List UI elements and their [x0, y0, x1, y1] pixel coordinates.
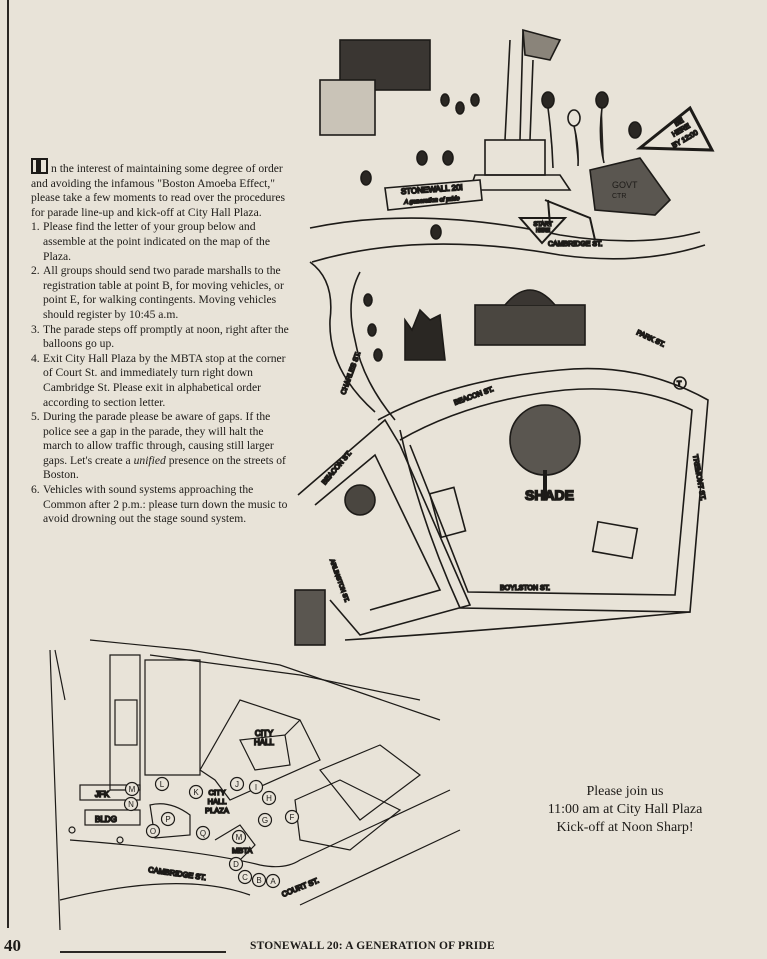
city-hall-sketch — [319, 28, 572, 191]
item-text: During the parade please be aware of gap… — [43, 410, 274, 467]
assembly-point-marker — [261, 790, 277, 806]
street-arlington: ARLINGTON ST. — [328, 559, 349, 604]
item-text: The parade steps off promptly at noon, r… — [43, 322, 289, 351]
balloons — [360, 91, 642, 362]
intro-text: n the interest of maintaining some degre… — [31, 162, 285, 219]
assembly-point-marker — [124, 781, 140, 797]
item-number: 4. — [31, 351, 40, 365]
assembly-point-letter: M — [236, 833, 243, 842]
govt-label: GOVT — [612, 180, 638, 190]
plaza-label-1: CITY — [208, 788, 225, 797]
footer-rule — [60, 951, 226, 953]
parade-route-illustration: STONEWALL 20! A generation of pride STAR… — [49, 28, 715, 930]
plaza-label-3: PLAZA — [205, 806, 229, 815]
assembly-point-marker — [257, 812, 273, 828]
instruction-item: 2.All groups should send two parade mars… — [31, 264, 289, 322]
page-number: 40 — [4, 936, 21, 955]
item-number: 5. — [31, 410, 40, 424]
plaza-map — [49, 639, 461, 930]
assembly-point-marker — [188, 784, 204, 800]
jfk-label: JFK — [95, 790, 110, 799]
margin-rule — [7, 0, 9, 928]
assembly-point-letter: J — [235, 780, 239, 789]
item-text: Vehicles with sound systems approaching … — [43, 483, 288, 526]
instruction-item: 5.During the parade please be aware of g… — [31, 410, 289, 483]
assembly-point-marker — [265, 873, 281, 889]
item-text: Please find the letter of your group bel… — [43, 220, 270, 263]
item-text: presence on the streets of Boston. — [43, 453, 286, 482]
instruction-item: 6.Vehicles with sound systems approachin… — [31, 483, 289, 527]
assembly-point-letter: Q — [200, 829, 206, 838]
item-text: Exit City Hall Plaza by the MBTA stop at… — [43, 351, 286, 409]
assembly-point-letter: O — [150, 827, 156, 836]
assembly-point-letter: L — [160, 780, 165, 789]
ctr-label: CTR — [612, 193, 626, 200]
shade-label: SHADE — [525, 487, 574, 503]
city-hall-label-2: HALL — [254, 738, 275, 747]
assembly-point-marker — [231, 829, 247, 845]
assembly-point-letter: D — [233, 860, 239, 869]
assembly-point-marker — [229, 776, 245, 792]
here-label: HERE — [536, 228, 551, 234]
mbta-label: MBTA — [232, 846, 252, 855]
item-emphasis: unified — [133, 453, 166, 467]
item-number: 3. — [31, 322, 40, 336]
bldg-label: BLDG — [95, 815, 117, 824]
join-line-2: 11:00 am at City Hall Plaza — [547, 802, 703, 817]
join-us-notice: Please join us 11:00 am at City Hall Pla… — [510, 783, 740, 837]
assembly-point-letter: F — [290, 813, 295, 822]
city-hall-label-1: CITY — [255, 729, 274, 738]
intro-paragraph: n the interest of maintaining some degre… — [31, 158, 289, 220]
plaza-label-2: HALL — [208, 797, 227, 806]
assembly-point-letter: A — [270, 877, 276, 886]
cambridge-st-label: CAMBRIDGE ST. — [148, 865, 207, 882]
item-number: 2. — [31, 264, 40, 278]
instruction-item: 1.Please find the letter of your group b… — [31, 220, 289, 264]
instruction-list: 1.Please find the letter of your group b… — [31, 220, 289, 526]
assembly-point-letter: B — [256, 876, 261, 885]
assembly-point-letter: M — [129, 785, 136, 794]
start-label: START — [533, 222, 552, 228]
court-st-label: COURT ST. — [280, 876, 320, 899]
assembly-point-marker — [237, 869, 253, 885]
assembly-point-marker — [154, 776, 170, 792]
assembly-point-marker — [195, 825, 211, 841]
street-park: PARK ST. — [635, 329, 666, 348]
instruction-item: 3.The parade steps off promptly at noon,… — [31, 323, 289, 352]
item-number: 1. — [31, 220, 40, 234]
assembly-point-letter: C — [242, 873, 248, 882]
street-beacon-lower: BEACON ST. — [321, 450, 353, 486]
running-footer-title: STONEWALL 20: A GENERATION OF PRIDE — [250, 940, 495, 952]
assembly-point-marker — [123, 796, 139, 812]
join-line-1: Please join us — [586, 784, 664, 799]
parade-instructions: n the interest of maintaining some degre… — [31, 158, 289, 527]
assembly-point-letter: I — [255, 783, 257, 792]
assembly-point-marker — [228, 856, 244, 872]
assembly-point-marker — [160, 811, 176, 827]
street-cambridge: CAMBRIDGE ST. — [548, 241, 603, 248]
assembly-point-marker — [284, 809, 300, 825]
drop-cap — [31, 158, 48, 174]
assembly-point-marker — [145, 823, 161, 839]
assembly-point-marker — [251, 872, 267, 888]
assembly-point-letter: P — [165, 815, 170, 824]
assembly-point-marker — [248, 779, 264, 795]
assembly-point-letter: K — [193, 788, 199, 797]
item-number: 6. — [31, 483, 40, 497]
item-text: All groups should send two parade marsha… — [43, 264, 284, 321]
banner-subtext: A generation of pride — [403, 196, 460, 206]
join-line-3: Kick-off at Noon Sharp! — [556, 820, 694, 835]
assembly-point-letter: G — [262, 816, 268, 825]
assembly-point-letter: H — [266, 794, 272, 803]
street-tremont: TREMONT ST. — [691, 454, 706, 501]
t-stop-label: T — [677, 381, 682, 388]
street-boylston: BOYLSTON ST. — [500, 585, 550, 592]
assembly-point-letter: N — [128, 800, 134, 809]
instruction-item: 4.Exit City Hall Plaza by the MBTA stop … — [31, 352, 289, 410]
